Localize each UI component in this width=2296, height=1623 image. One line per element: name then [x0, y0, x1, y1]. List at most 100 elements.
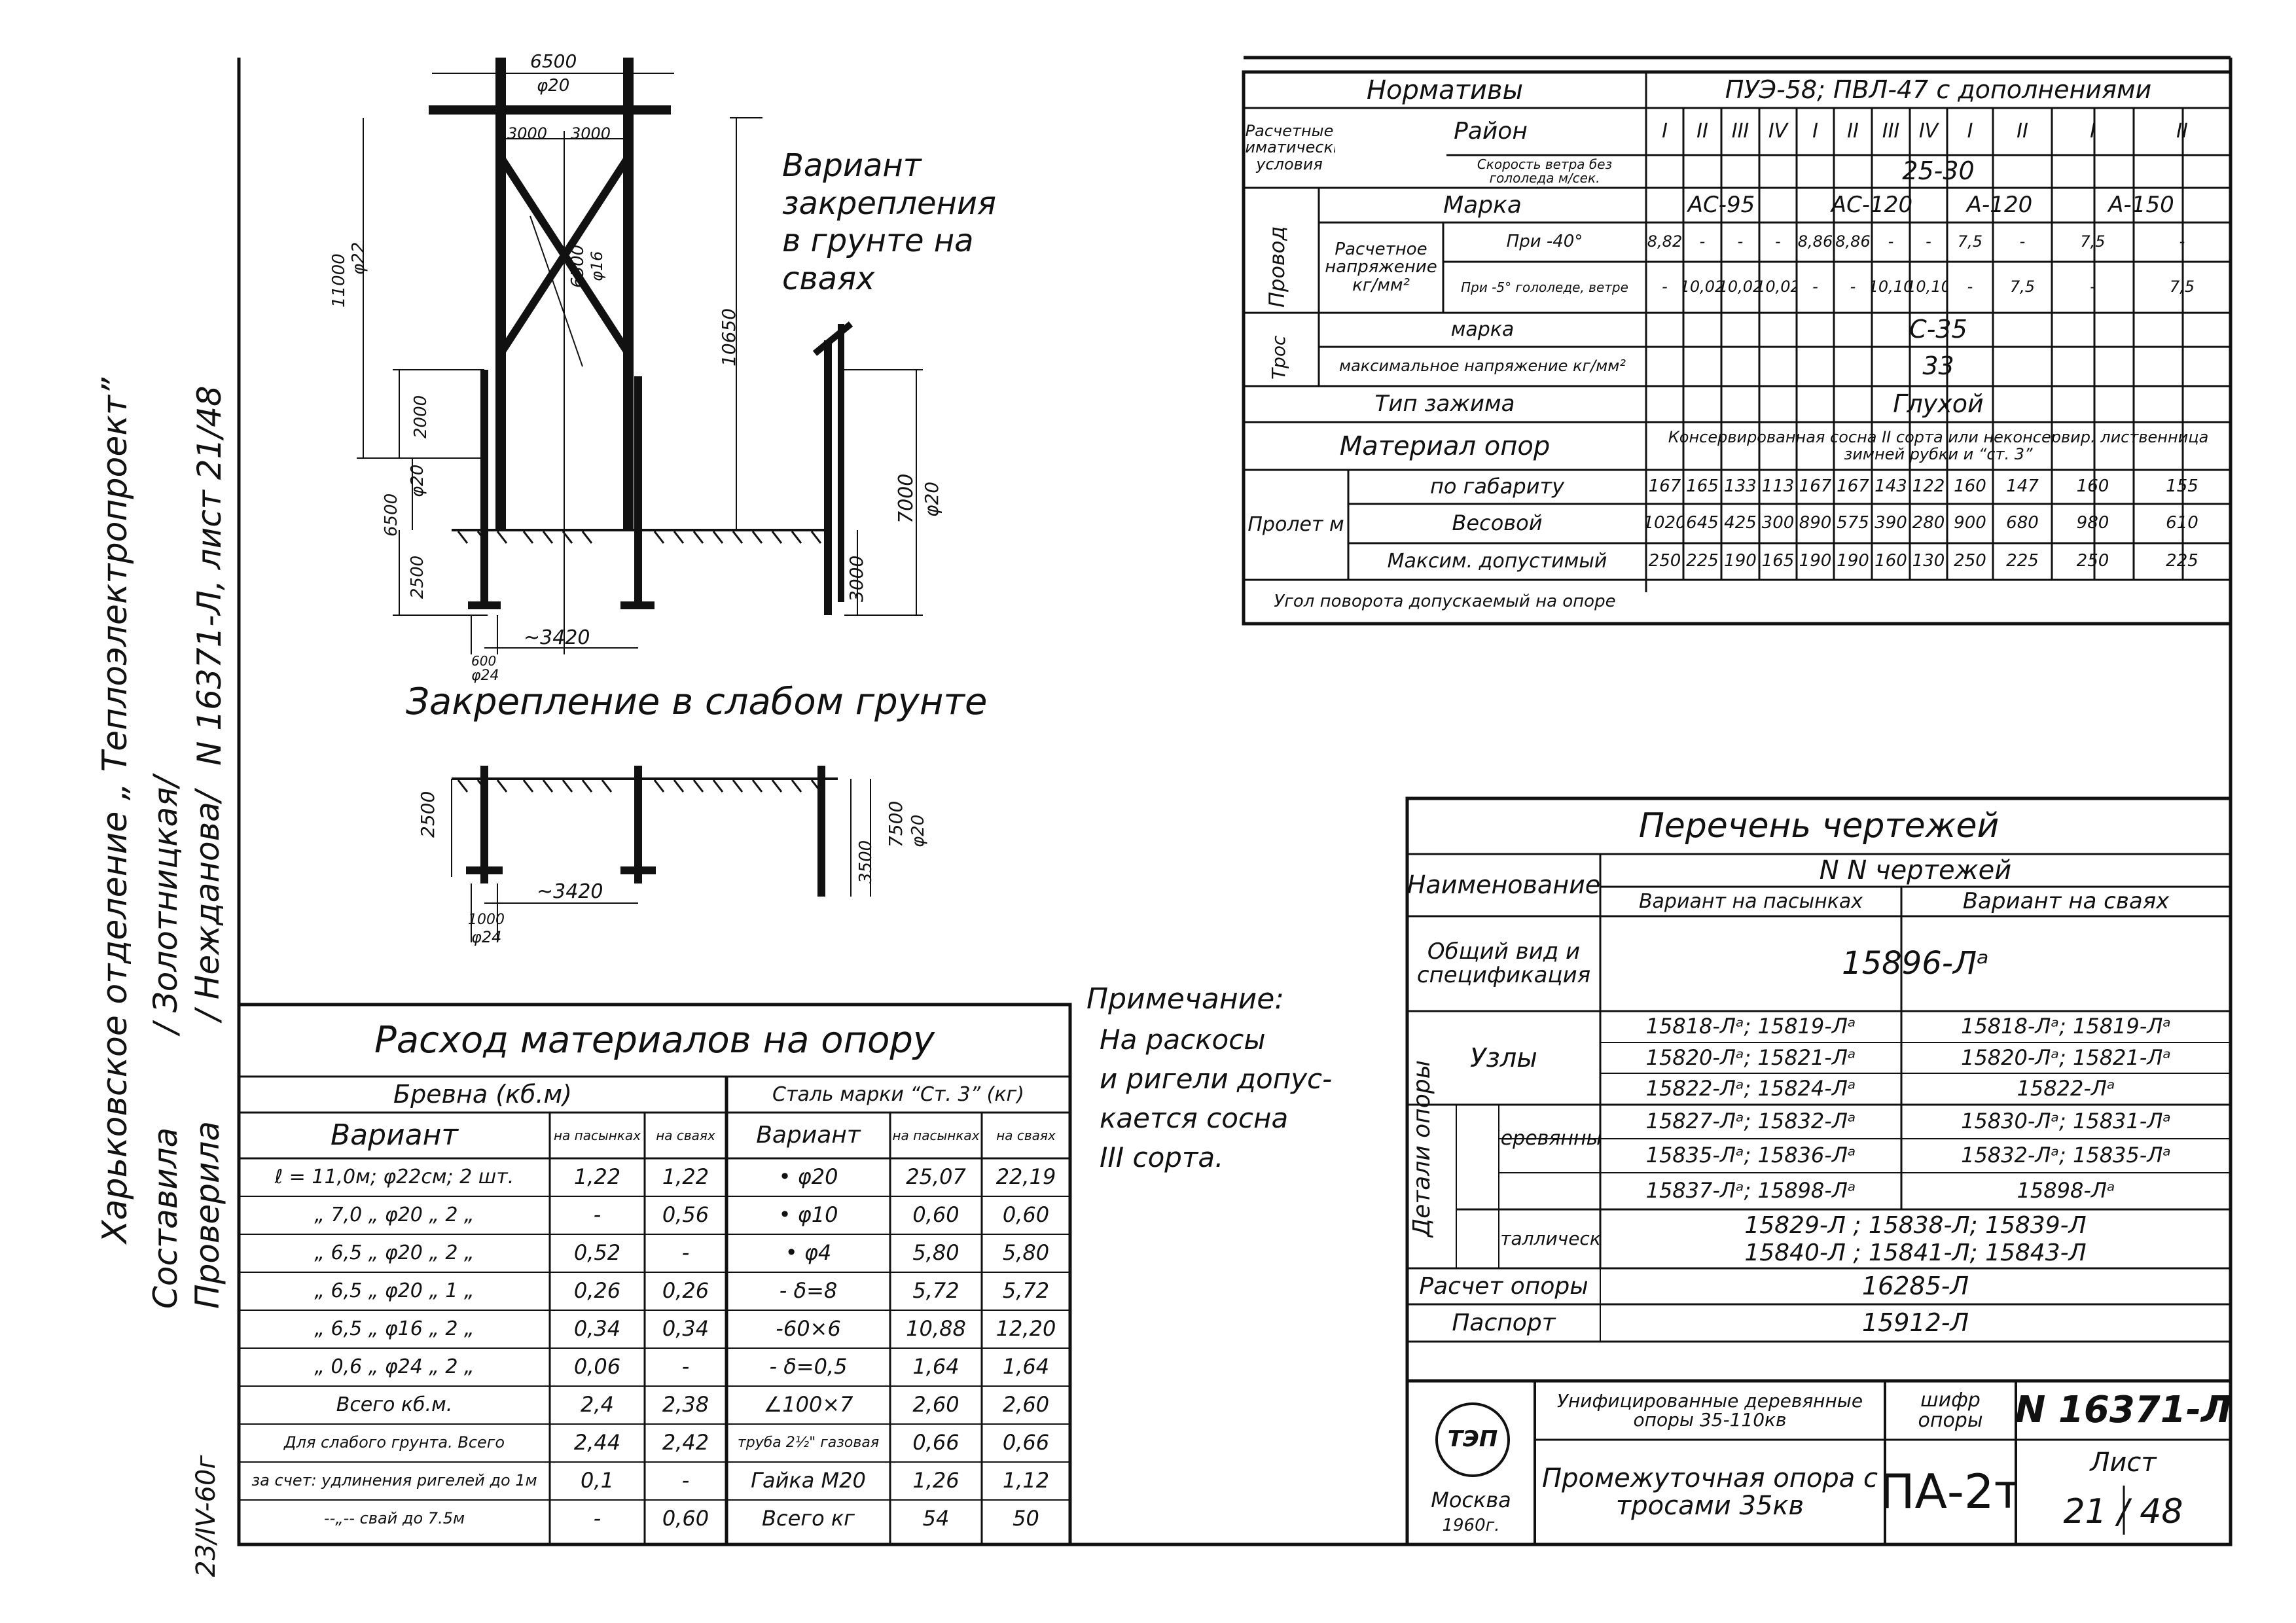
sidebar-checked-name: / Нежданова/ — [188, 791, 226, 1021]
region-7: IV — [1918, 120, 1939, 143]
dim-6500-dia: φ20 — [408, 464, 427, 497]
mat-row-1-pas: - — [593, 1202, 601, 1228]
mat-row-2-ssv: 5,80 — [1002, 1240, 1050, 1266]
dim-6500: 6500 — [382, 493, 401, 537]
span-1-3: 300 — [1761, 513, 1795, 533]
span-2-10: 250 — [2076, 551, 2109, 571]
materials-title: Расход материалов на опору — [374, 1018, 935, 1061]
mat-row-9-steel: Всего кг — [762, 1506, 855, 1531]
mat-row-5-steel: - δ=0,5 — [769, 1354, 848, 1380]
w-dim-7500-dia: φ20 — [908, 814, 928, 847]
material-label: Материал опор — [1339, 431, 1551, 461]
steel-col-pasynki: на пасынках — [892, 1127, 980, 1143]
stress-0-4: 8,86 — [1797, 232, 1833, 251]
span-2-4: 190 — [1799, 551, 1832, 571]
mat-row-4-spas: 10,88 — [906, 1316, 966, 1342]
cable-stress: 33 — [1922, 351, 1954, 381]
sidebar-ref: N 16371-Л, лист 21/48 — [190, 385, 228, 766]
span-2-3: 165 — [1761, 551, 1795, 571]
code-label: шифр опоры — [1918, 1388, 1983, 1432]
mat-row-3-sv: 0,26 — [662, 1278, 709, 1304]
brand-0: АС-95 — [1687, 191, 1755, 218]
span-row3-label: Максим. допустимый — [1387, 550, 1607, 573]
stress-1-10: - — [2090, 277, 2096, 296]
brand-2: А-120 — [1966, 191, 2033, 218]
stress-1-0: - — [1662, 277, 1668, 296]
mat-row-1-spas: 0,60 — [912, 1202, 960, 1228]
material-value: Консервированная сосна II сорта или неко… — [1668, 428, 2209, 463]
cable-brand-label: марка — [1450, 318, 1515, 342]
sidebar-org: Харьковское отделение „ Теплоэлектропрое… — [96, 378, 135, 1243]
norms-label: Нормативы — [1366, 75, 1524, 105]
code: ПА-2т — [1885, 1464, 2016, 1520]
metal-label: металлические — [1499, 1228, 1600, 1250]
region-4: I — [1812, 120, 1818, 143]
mat-row-0-ssv: 22,19 — [996, 1164, 1056, 1190]
mat-row-9-ssv: 50 — [1013, 1506, 1039, 1531]
mat-row-0-sv: 1,22 — [662, 1164, 709, 1190]
dim-total-h: 10650 — [718, 308, 740, 366]
clamp-value: Глухой — [1893, 389, 1984, 418]
passport-label: Паспорт — [1452, 1309, 1556, 1336]
stress-0-1: - — [1699, 232, 1706, 251]
drawings-title: Перечень чертежей — [1638, 806, 2000, 846]
mat-row-3-pas: 0,26 — [573, 1278, 621, 1304]
stress-0-8: 7,5 — [1957, 232, 1983, 251]
stress-0-0: 8,82 — [1647, 232, 1683, 251]
brand-3: А-150 — [2108, 191, 2174, 218]
span-2-5: 190 — [1837, 551, 1869, 571]
w-dim-2500: 2500 — [417, 791, 439, 838]
stress-0-3: - — [1775, 232, 1781, 251]
dim-7000-dia: φ20 — [921, 481, 942, 517]
angle-label: Угол поворота допускаемый на опоре — [1274, 591, 1616, 611]
note-line-2: и ригели допус- — [1100, 1063, 1333, 1095]
mat-row-9-sv: 0,60 — [662, 1506, 709, 1531]
cable-brand: С-35 — [1909, 315, 1967, 344]
span-0-4: 167 — [1799, 476, 1832, 497]
name-label: Наименование — [1407, 870, 1600, 899]
mat-row-5-ssv: 1,64 — [1002, 1354, 1050, 1380]
stress-1-6: 10,10 — [1872, 277, 1910, 296]
span-0-10: 160 — [2076, 476, 2109, 497]
mat-row-8-ssv: 1,12 — [1002, 1468, 1050, 1493]
stress-0-10: 7,5 — [2080, 232, 2106, 251]
note-line-4: III сорта. — [1100, 1141, 1224, 1173]
stress-1-7: 10,10 — [1910, 277, 1947, 296]
dim-2500: 2500 — [408, 555, 427, 599]
metal-line-1: 15829-Л ; 15838-Л; 15839-Л — [1744, 1211, 2087, 1239]
weak-soil-elevation — [451, 766, 871, 942]
dim-2000: 2000 — [411, 395, 431, 438]
mat-row-1-name: „ 7,0 „ φ20 „ 2 „ — [314, 1204, 475, 1227]
span-2-11: 225 — [2166, 551, 2198, 571]
wind-value: 25-30 — [1902, 156, 1975, 186]
nodes-label: Узлы — [1470, 1043, 1537, 1073]
mat-row-1-ssv: 0,60 — [1002, 1202, 1050, 1228]
steel-variant-label: Вариант — [756, 1122, 861, 1149]
mat-row-2-name: „ 6,5 „ φ20 „ 2 „ — [314, 1241, 475, 1265]
sidebar-date: 23/IV-60г — [191, 1455, 221, 1577]
node-row-1-b: 15820-Лᵃ; 15821-Лᵃ — [1961, 1044, 2171, 1070]
logo-mark: ТЭП — [1447, 1426, 1498, 1453]
sheet-number: 21 / 48 — [2063, 1491, 2183, 1531]
dim-half2: 3000 — [571, 124, 611, 143]
logs-header: Бревна (кб.м) — [393, 1079, 572, 1109]
wind-label: Скорость ветра без гололеда м/сек. — [1477, 156, 1613, 186]
stress-row2-label: При -5° гололеде, ветре — [1461, 279, 1628, 295]
stress-1-3: 10,02 — [1759, 277, 1797, 296]
mat-row-3-ssv: 5,72 — [1002, 1278, 1050, 1304]
stress-1-5: - — [1850, 277, 1856, 296]
mat-row-7-ssv: 0,66 — [1002, 1430, 1050, 1455]
sidebar-compiled-label: Составила — [147, 1127, 185, 1309]
mat-row-6-ssv: 2,60 — [1002, 1392, 1050, 1418]
drawings-list-grid — [1405, 796, 2233, 1383]
stress-0-6: - — [1888, 232, 1894, 251]
dim-height-dia: φ22 — [349, 241, 368, 275]
span-1-1: 645 — [1686, 513, 1719, 533]
sheet-label: Лист — [2090, 1448, 2157, 1478]
region-8: I — [1967, 120, 1973, 143]
details-label: Детали опоры — [1408, 1060, 1435, 1237]
mat-row-0-pas: 1,22 — [573, 1164, 621, 1190]
logs-col-pasynki: на пасынках — [553, 1127, 641, 1143]
wood-row-0-a: 15827-Лᵃ; 15832-Лᵃ — [1645, 1109, 1856, 1134]
